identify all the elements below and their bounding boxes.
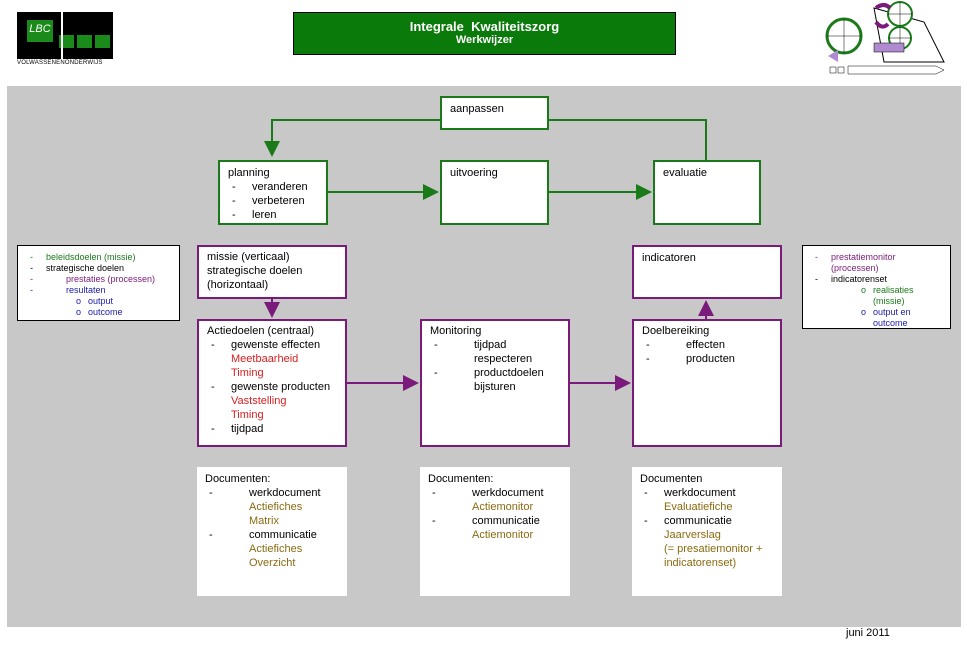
documenten-olive: Actiefiches <box>249 501 303 513</box>
missie-line: strategische doelen <box>207 265 303 277</box>
documenten-olive: Overzicht <box>249 557 296 569</box>
documenten-olive: Actiemonitor <box>472 501 534 513</box>
indicatoren-title: indicatoren <box>642 252 696 264</box>
legend-item: strategische doelen <box>26 263 171 274</box>
actiedoelen-red: Meetbaarheid <box>231 353 299 365</box>
right-legend: prestatiemonitor (processen) indicatoren… <box>802 245 951 329</box>
doelbereiking-title: Doelbereiking <box>642 325 710 337</box>
documenten-title: Documenten: <box>205 473 271 485</box>
planning-item: leren <box>228 208 318 222</box>
left-legend: beleidsdoelen (missie) strategische doel… <box>17 245 180 321</box>
documenten-item: werkdocument <box>428 486 562 500</box>
doelbereiking-box: Doelbereiking effecten producten <box>632 319 782 447</box>
monitoring-item: productdoelen <box>430 366 560 380</box>
uitvoering-label: uitvoering <box>450 167 498 179</box>
monitoring-item: tijdpad <box>430 338 560 352</box>
documenten-box-2: Documenten: werkdocument Actiemonitor co… <box>420 467 570 596</box>
planning-item: veranderen <box>228 180 318 194</box>
doelbereiking-item: producten <box>642 352 772 366</box>
legend-sub-item: prestaties (processen) <box>26 274 171 285</box>
legend-sub-item: output en outcome <box>811 307 942 329</box>
planning-item: verbeteren <box>228 194 318 208</box>
documenten-olive: Matrix <box>249 515 279 527</box>
documenten-olive: Evaluatiefiche <box>664 501 733 513</box>
indicatoren-box: indicatoren <box>632 245 782 299</box>
uitvoering-box: uitvoering <box>440 160 549 225</box>
actiedoelen-red: Timing <box>231 367 264 379</box>
page-title-box: Integrale Kwaliteitszorg Werkwijzer <box>293 12 676 55</box>
documenten-title: Documenten: <box>428 473 494 485</box>
documenten-olive: indicatorenset) <box>664 557 737 569</box>
page-subtitle: Werkwijzer <box>455 34 514 46</box>
documenten-title: Documenten <box>640 473 703 485</box>
footer-date: juni 2011 <box>846 627 890 639</box>
evaluatie-box: evaluatie <box>653 160 761 225</box>
actiedoelen-item: gewenste effecten <box>207 338 337 352</box>
legend-item: indicatorenset <box>811 274 942 285</box>
actiedoelen-title: Actiedoelen (centraal) <box>207 325 315 337</box>
monitoring-box: Monitoring tijdpad respecteren productdo… <box>420 319 570 447</box>
logo-caption: VOLWASSENENONDERWIJS <box>17 60 103 66</box>
documenten-item: communicatie <box>428 514 562 528</box>
page-title: Integrale Kwaliteitszorg <box>409 19 560 34</box>
documenten-olive: Actiemonitor <box>472 529 534 541</box>
doelbereiking-item: effecten <box>642 338 772 352</box>
legend-sub-item: resultaten <box>26 285 171 296</box>
documenten-olive: (= presatiemonitor + <box>664 543 763 555</box>
monitoring-item-cont: respecteren <box>474 353 533 365</box>
documenten-olive: Jaarverslag <box>664 529 721 541</box>
monitoring-title: Monitoring <box>430 325 482 337</box>
legend-item: prestatiemonitor (processen) <box>811 252 942 274</box>
legend-sub-sub-item: output <box>26 296 171 307</box>
documenten-item: werkdocument <box>640 486 774 500</box>
documenten-item: communicatie <box>205 528 339 542</box>
actiedoelen-red: Vaststelling <box>231 395 287 407</box>
documenten-box-1: Documenten: werkdocument Actiefiches Mat… <box>197 467 347 596</box>
aanpassen-label: aanpassen <box>450 103 504 115</box>
actiedoelen-box: Actiedoelen (centraal) gewenste effecten… <box>197 319 347 447</box>
actiedoelen-red: Timing <box>231 409 264 421</box>
documenten-box-3: Documenten werkdocument Evaluatiefiche c… <box>632 467 782 596</box>
missie-line: (horizontaal) <box>207 279 269 291</box>
logo-text: LBC <box>29 23 51 35</box>
actiedoelen-item: tijdpad <box>207 422 337 436</box>
legend-item: beleidsdoelen (missie) <box>26 252 171 263</box>
missie-box: missie (verticaal) strategische doelen (… <box>197 245 347 299</box>
planning-box: planning veranderen verbeteren leren <box>218 160 328 225</box>
documenten-item: communicatie <box>640 514 774 528</box>
planning-title: planning <box>228 167 270 179</box>
quality-cycle-diagram <box>825 1 945 75</box>
monitoring-item-cont: bijsturen <box>474 381 516 393</box>
evaluatie-label: evaluatie <box>663 167 708 179</box>
actiedoelen-item: gewenste producten <box>207 380 337 394</box>
legend-sub-item: realisaties (missie) <box>811 285 942 307</box>
documenten-olive: Actiefiches <box>249 543 303 555</box>
documenten-item: werkdocument <box>205 486 339 500</box>
aanpassen-box: aanpassen <box>440 96 549 130</box>
missie-line: missie (verticaal) <box>207 251 290 263</box>
legend-sub-sub-item: outcome <box>26 307 171 318</box>
lbc-logo: LBC VOLWASSENENONDERWIJS <box>17 12 114 68</box>
